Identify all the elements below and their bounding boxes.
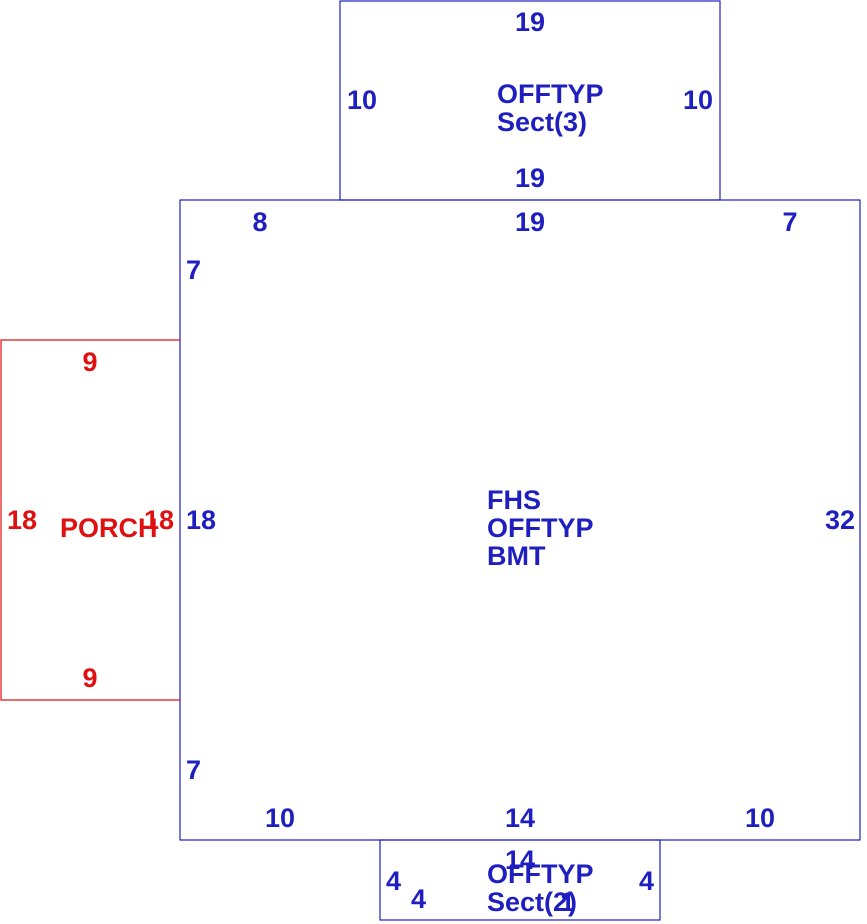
- section-2-right-dimension: 4: [639, 866, 654, 896]
- main-bottom-center-dimension: 14: [505, 803, 535, 833]
- porch-bottom-dimension: 9: [82, 663, 97, 693]
- porch-top-dimension: 9: [82, 347, 97, 377]
- section-2-label-type: OFFTYP: [487, 859, 594, 889]
- section-2: 14 4 4 4 OFFTYP Sect(2) 1: [379, 839, 661, 921]
- porch-label: PORCH: [60, 513, 158, 543]
- main-label-fhs: FHS: [487, 485, 541, 515]
- main-label-type: OFFTYP: [487, 513, 594, 543]
- main-left-middle-dimension: 18: [186, 505, 216, 535]
- main-right-dimension: 32: [825, 505, 855, 535]
- section-2-outline: [379, 839, 661, 921]
- section-2-left-dimension: 4: [386, 866, 401, 896]
- section-2-inner-dimension: 4: [411, 884, 426, 914]
- porch-right-dimension: 18: [144, 505, 174, 535]
- porch-section: 9 18 18 9 PORCH: [0, 339, 180, 701]
- porch-outline: [0, 339, 180, 701]
- section-3-label-type: OFFTYP: [497, 79, 604, 109]
- section-2-overlap-digit: 1: [560, 887, 575, 917]
- main-label-bmt: BMT: [487, 541, 546, 571]
- section-3-label-name: Sect(3): [497, 107, 587, 137]
- main-section: 8 19 7 7 18 7 32 10 14 10 FHS OFFTYP BMT: [179, 199, 861, 841]
- main-top-center-dimension: 19: [515, 207, 545, 237]
- main-top-left-dimension: 8: [252, 207, 267, 237]
- main-left-upper-dimension: 7: [186, 255, 201, 285]
- main-bottom-right-dimension: 10: [745, 803, 775, 833]
- section-2-top-dimension: 14: [505, 845, 535, 875]
- section-3-left-dimension: 10: [347, 85, 377, 115]
- section-3: 19 10 10 19 OFFTYP Sect(3): [339, 0, 721, 201]
- section-3-bottom-dimension: 19: [515, 163, 545, 193]
- main-bottom-left-dimension: 10: [265, 803, 295, 833]
- section-3-right-dimension: 10: [683, 85, 713, 115]
- section-3-top-dimension: 19: [515, 7, 545, 37]
- section-2-label-name: Sect(2): [487, 887, 577, 917]
- porch-left-dimension: 18: [7, 505, 37, 535]
- main-top-right-dimension: 7: [782, 207, 797, 237]
- main-left-lower-dimension: 7: [186, 755, 201, 785]
